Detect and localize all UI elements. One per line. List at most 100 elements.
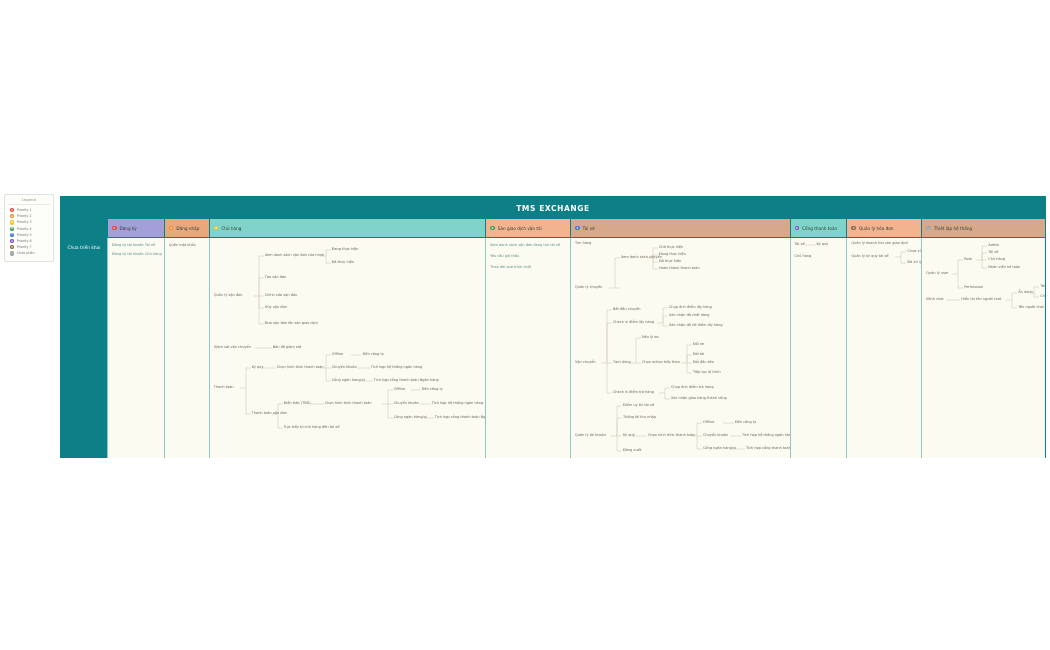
node-tich-hop-cong[interactable]: Tích hợp cổng thanh toán Ngân hàng	[745, 446, 791, 450]
node-chu-hang[interactable]: Chủ hàng	[794, 254, 812, 258]
node-tich-hop-hthong-1[interactable]: Tích hợp hệ thống ngân hàng	[370, 365, 423, 369]
node-quen-mat-khau[interactable]: Quên mật khẩu	[168, 243, 196, 247]
node-den-cong-ty-2[interactable]: Đến công ty	[421, 387, 443, 391]
node-offline[interactable]: Offline	[702, 420, 715, 424]
node-xem-ds-van-don-tim-tx[interactable]: Xem danh sách vận đơn đang tìm tài xế	[490, 243, 561, 247]
node-den-cong-ty-1[interactable]: Đến công ty	[362, 352, 384, 356]
node-ten-nguoi-chat[interactable]: Tên người chat	[1018, 305, 1044, 309]
cell-quan-ly-hoa-don[interactable]: Quản lý doanh thu sàn giao dịch Quản lý …	[847, 238, 923, 458]
node-cong-ngan-hang[interactable]: Cổng ngân hàng/ví	[702, 446, 737, 450]
cell-chu-hang[interactable]: Quản lý vận đơn Xem danh sách vận đơn củ…	[209, 238, 487, 458]
node-dien-tro[interactable]: Điện tiếp (TBD)	[283, 401, 311, 405]
node-tam-dung[interactable]: Tạm dừng	[612, 360, 631, 364]
node-doi-tai[interactable]: Đổi tài	[692, 352, 705, 356]
node-truc-tiep-chu-hang[interactable]: Trực tiếp từ chủ hàng đến tài xế	[283, 425, 340, 429]
node-chon-action[interactable]: Chọn action tiếp theo	[641, 360, 680, 364]
cell-san-giao-dich[interactable]: Xem danh sách vận đơn đang tìm tài xế Yê…	[486, 238, 571, 458]
node-tich-hop-hthong-2[interactable]: Tích hợp hệ thống ngân hàng	[431, 401, 484, 405]
node-da-xu-ly[interactable]: Đã xử lý	[907, 260, 922, 264]
node-tich-hop-cong-2[interactable]: Tích hợp cổng thanh toán Ngân hàng	[434, 415, 486, 419]
node-nhan-vien-ke-toan[interactable]: Nhân viên kế toán	[988, 265, 1021, 269]
node-bat-dau-chuyen[interactable]: Bắt đầu chuyến	[612, 307, 641, 311]
node-chuyen-khoan[interactable]: Chuyển khoản	[702, 433, 729, 437]
node-den-cong-ty[interactable]: Đến công ty	[734, 420, 757, 424]
node-ban-do-giam-sat[interactable]: Bản đồ giám sát	[272, 345, 302, 349]
node-chua-xu-ly[interactable]: Chưa xử lý	[907, 249, 922, 253]
node-chup-anh-lay-hang[interactable]: Chụp ảnh điểm lấy hàng	[668, 305, 712, 309]
node-check-in-tra-hang[interactable]: Check in điểm trả hàng	[612, 390, 654, 394]
node-cho-thuc-hien[interactable]: Chờ thực hiện	[658, 245, 684, 249]
node-diem-uy-tin[interactable]: Điểm uy tín tài xế	[622, 403, 655, 407]
node-dang-ky-chuhang[interactable]: Đăng ký tài khoản Chủ hàng	[111, 252, 162, 256]
node-chon-hinh-thuc-2[interactable]: Chọn hình thức thanh toán	[324, 401, 372, 405]
node-tim-hang[interactable]: Tìm hàng	[574, 241, 592, 245]
node-tao-van-don[interactable]: Tạo vận đơn	[264, 275, 287, 279]
node-permission[interactable]: Permission	[964, 285, 984, 289]
node-giam-sat-van-chuyen[interactable]: Giám sát vận chuyển	[213, 345, 251, 349]
node-da-thuc-hien[interactable]: Đã thực hiện	[658, 259, 682, 263]
node-hien-thi-ten[interactable]: Hiển thị tên người chat	[961, 297, 1002, 301]
node-role-tai-xe[interactable]: Tài xế	[988, 250, 999, 254]
node-kenh-chat[interactable]: Kênh chat	[926, 297, 944, 301]
node-tich-hop-hthong[interactable]: Tích hợp hệ thống ngân hàng	[741, 433, 791, 437]
node-xem-ds-van-don[interactable]: Xem danh sách vận đơn của mình	[264, 253, 325, 257]
column-header-thiet-lap[interactable]: ○Thiết lập hệ thống	[922, 219, 1045, 238]
node-xac-nhan-giao-hang[interactable]: Xác nhận giao hàng thành công	[670, 396, 727, 400]
node-thanh-toan-van-don[interactable]: Thanh toán vận đơn	[251, 411, 287, 415]
cell-tai-xe[interactable]: Tìm hàng	[570, 238, 791, 458]
node-hoan-thanh-thanh-toan[interactable]: Hoàn thành thanh toán	[658, 266, 700, 270]
node-chuyen-khoan-2[interactable]: Chuyển khoản	[393, 401, 419, 405]
node-chon-hinh-thuc-1[interactable]: Chọn hình thức thanh toán	[276, 365, 324, 369]
cell-dang-ky[interactable]: Đăng ký tài khoản Tài xế Đăng ký tài kho…	[107, 238, 165, 458]
node-xac-nhan-roi-diem[interactable]: Xác nhận đã rời điểm lấy hàng	[668, 323, 723, 327]
node-quan-ly-ky-quy-tx[interactable]: Quản lý ký quỹ tài xế	[851, 254, 889, 258]
node-chup-anh-tra-hang[interactable]: Chụp ảnh điểm trả hàng	[670, 385, 714, 389]
node-dua-van-don-len-san[interactable]: Đưa vận đơn lên sàn giao dịch	[264, 321, 318, 325]
node-doi-xe[interactable]: Đổi xe	[692, 342, 705, 346]
node-thong-ke-thu-nhap[interactable]: Thống kê thu nhập	[622, 415, 656, 419]
node-tich-hop-cong-1[interactable]: Tích hợp cổng thanh toán Ngân hàng	[373, 378, 439, 382]
node-doi-dau-keo[interactable]: Đổi đầu kéo	[692, 360, 714, 364]
node-ky-quy[interactable]: Ký quỹ	[251, 365, 264, 369]
node-quan-ly-tai-khoan[interactable]: Quản lý tài khoản	[574, 433, 606, 437]
cell-thiet-lap[interactable]: Quản lý user Role Admin Tài xế Chủ hàng …	[922, 238, 1045, 458]
node-quan-ly-user[interactable]: Quản lý user	[926, 271, 949, 275]
node-cong-ngan-hang-2[interactable]: Cổng ngân hàng/ví	[393, 415, 427, 419]
node-chinh-sua-van-don[interactable]: Chỉnh sửa vận đơn	[264, 293, 298, 297]
node-role[interactable]: Role	[964, 257, 972, 261]
node-da-thuc-hien[interactable]: Đã thực hiện	[331, 260, 355, 264]
node-role-chu-hang[interactable]: Chủ hàng	[988, 257, 1006, 261]
node-offline-1[interactable]: Offline	[331, 352, 344, 356]
node-cong-ngan-hang-1[interactable]: Cổng ngân hàng/ví	[331, 378, 365, 382]
node-tiep-tuc-lo-trinh[interactable]: Tiếp tục lộ trình	[692, 370, 721, 374]
node-huy-van-don[interactable]: Hủy vận đơn	[264, 305, 287, 309]
node-van-chuyen[interactable]: Vận chuyển	[574, 360, 596, 364]
node-an-danh-tai-xe[interactable]: Tài xế	[1040, 284, 1045, 288]
node-quan-ly-doanh-thu[interactable]: Quản lý doanh thu sàn giao dịch	[851, 241, 909, 245]
node-theo-doi-qua-trinh[interactable]: Theo dõi quá trình chốt	[490, 265, 532, 269]
node-thanh-toan[interactable]: Thanh toán	[213, 385, 234, 389]
legend-item[interactable]: ○Chưa phân	[8, 250, 50, 256]
node-an-danh-chu-hang[interactable]: Chủ hàng	[1040, 294, 1045, 298]
node-yeu-cau-gui-thau[interactable]: Yêu cầu gửi thầu	[490, 254, 520, 258]
node-chuyen-khoan-1[interactable]: Chuyển khoản	[331, 365, 357, 369]
node-ky-quy[interactable]: Ký quỹ	[816, 242, 829, 246]
node-an-danh[interactable]: Ẩn danh	[1018, 290, 1033, 294]
cell-dang-nhap[interactable]: Quên mật khẩu	[164, 238, 210, 458]
node-ky-quy[interactable]: Ký quỹ	[622, 433, 635, 437]
node-dang-thuc-hien[interactable]: Đang thực hiện	[331, 247, 359, 251]
node-xem-ds-chuyen[interactable]: Xem danh sách chuyến	[620, 255, 662, 259]
node-chon-hinh-thuc[interactable]: Chọn hình thức thanh toán	[647, 433, 695, 437]
node-dang-xuat[interactable]: Đăng xuất	[622, 448, 642, 452]
